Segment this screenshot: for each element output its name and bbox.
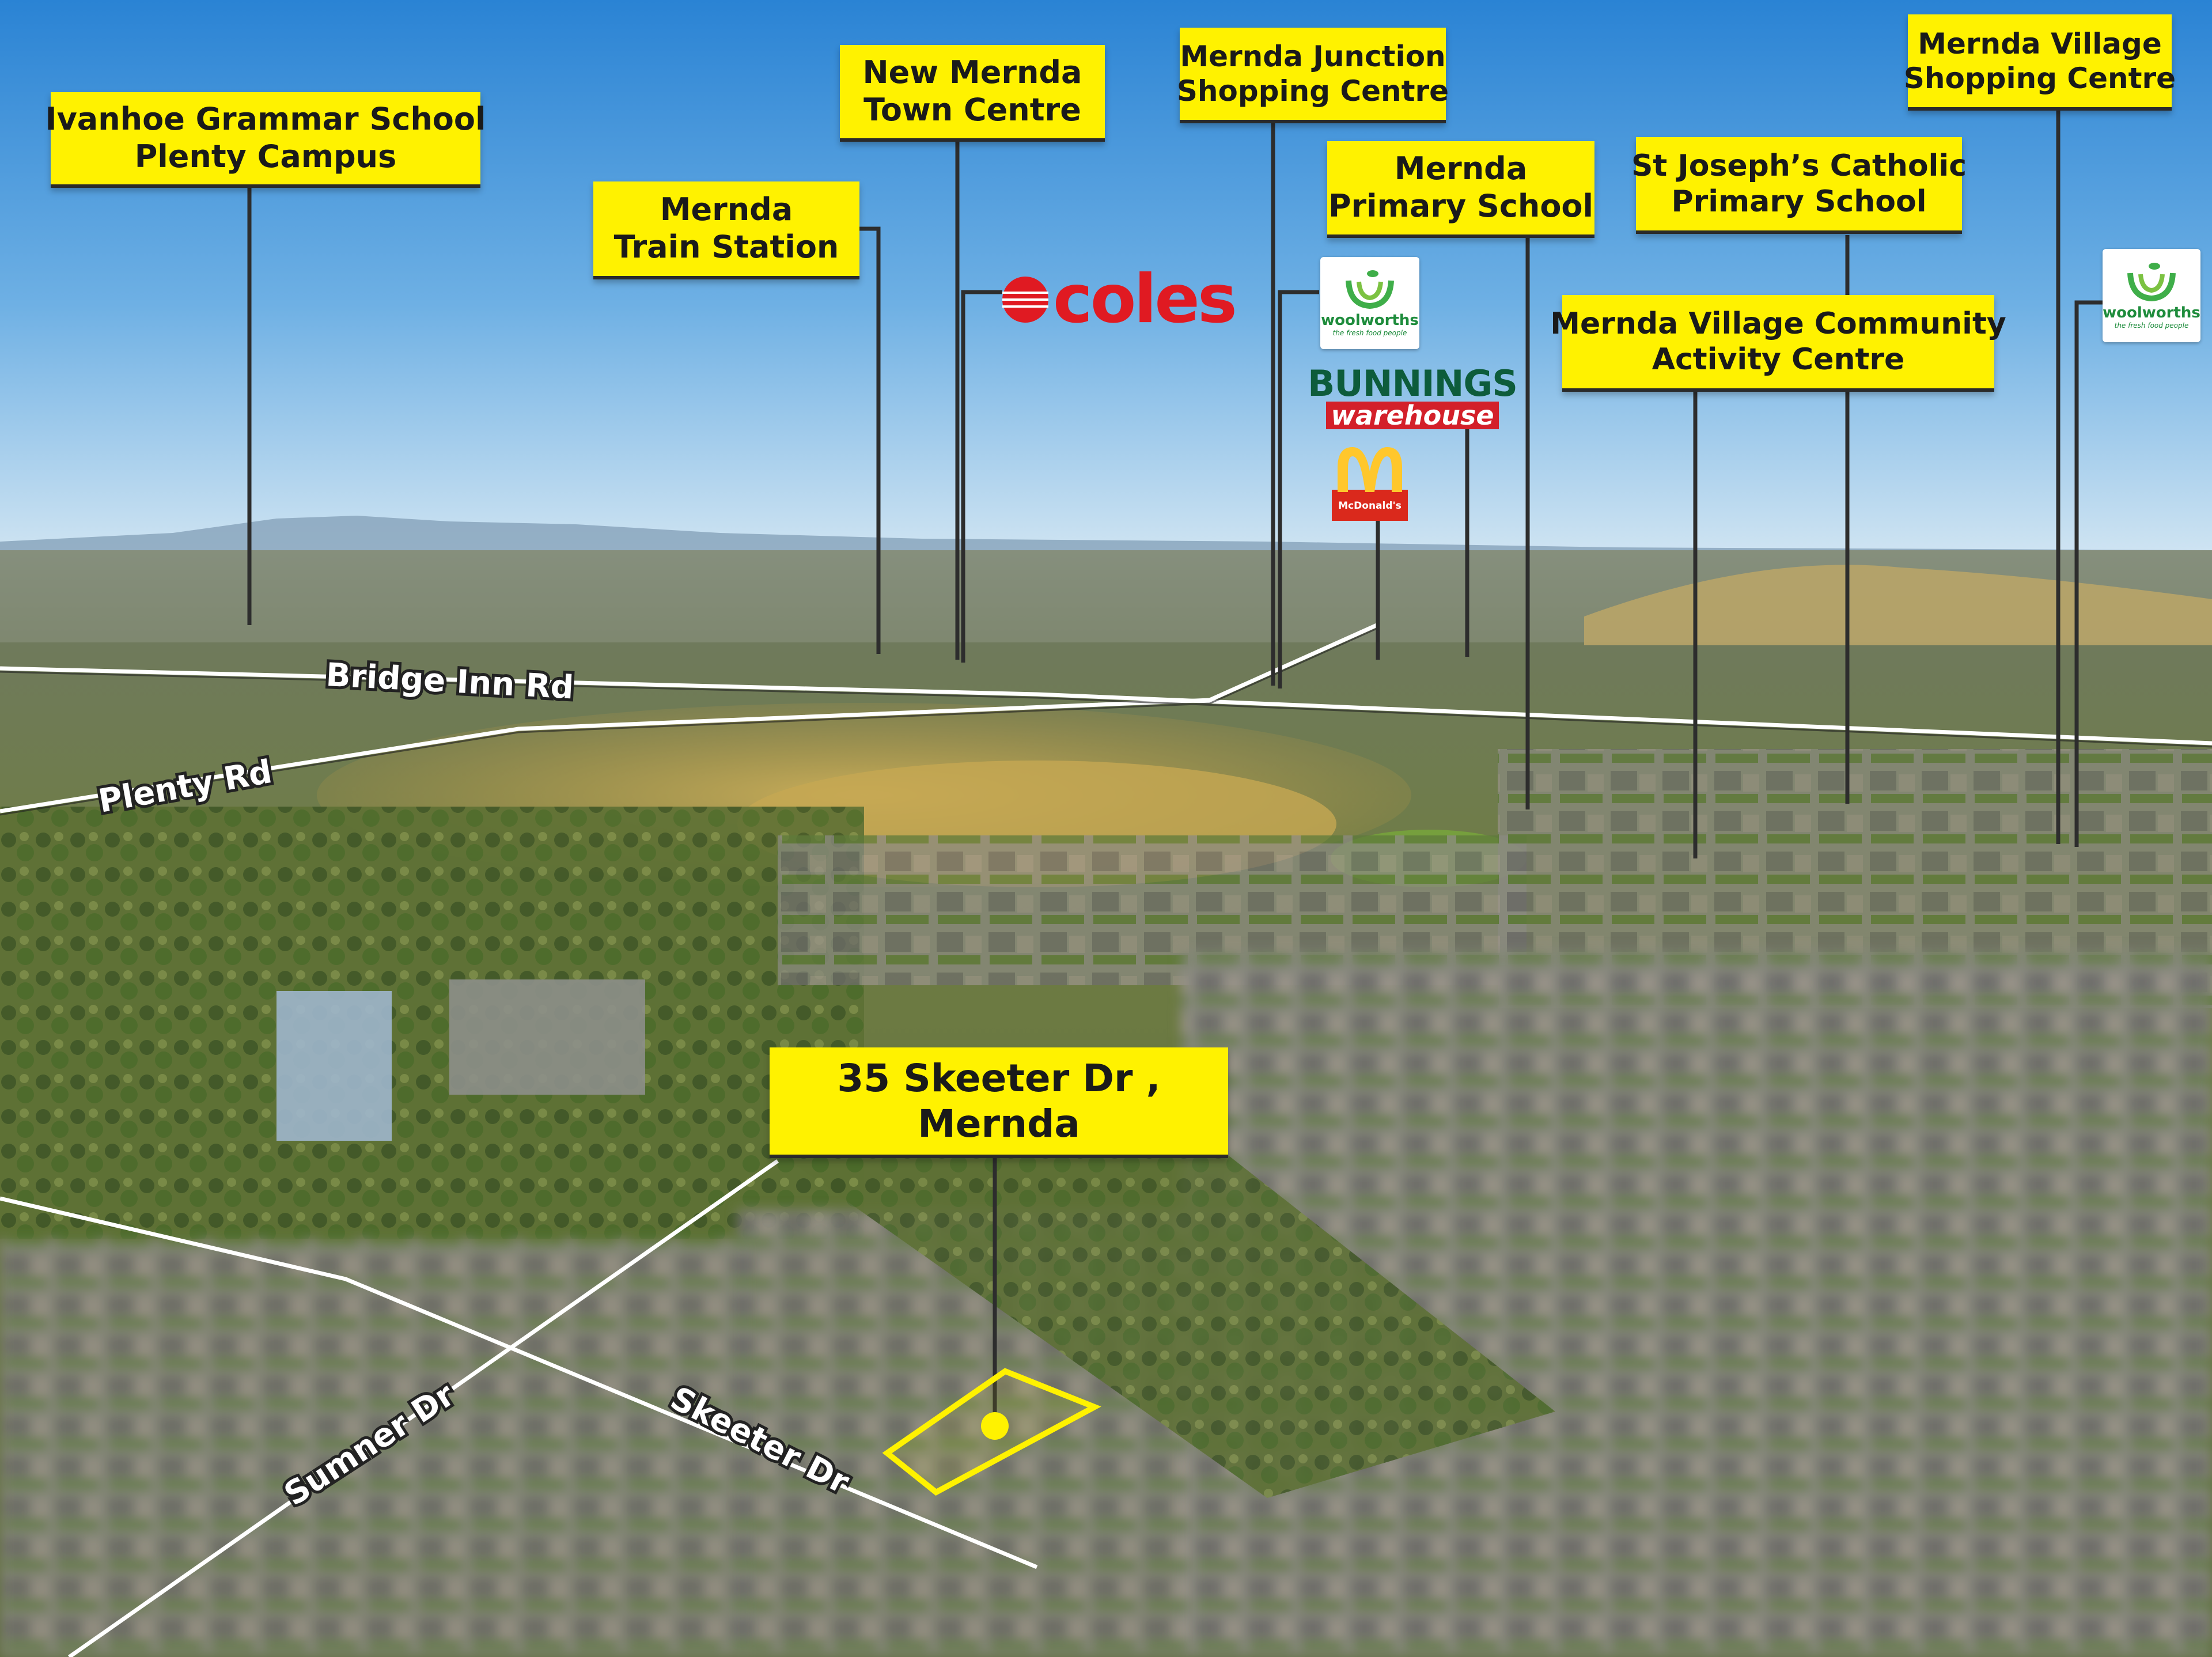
label-new-mernda-town-centre: New Mernda Town Centre	[840, 45, 1105, 142]
woolworths-apple-icon	[2127, 263, 2176, 302]
label-village-shop-line1: Mernda Village	[1918, 27, 2162, 60]
label-mernda-village-shopping-centre: Mernda Village Shopping Centre	[1904, 14, 2176, 111]
coles-wordmark: coles	[1053, 260, 1237, 338]
woolworths-logo-center: woolworths the fresh food people	[1320, 257, 1419, 349]
label-junction-line1: Mernda Junction	[1180, 40, 1446, 73]
woolworths-wordmark: woolworths	[2103, 304, 2200, 321]
property-marker-dot	[981, 1412, 1009, 1440]
woolworths-tagline: the fresh food people	[2114, 321, 2189, 330]
label-town-line1: New Mernda	[862, 54, 1082, 91]
label-stjoseph-line2: Primary School	[1671, 184, 1927, 219]
label-property-line2: Mernda	[918, 1102, 1080, 1146]
label-town-line2: Town Centre	[863, 92, 1081, 128]
label-property-line1: 35 Skeeter Dr ,	[837, 1056, 1161, 1100]
coles-logo: coles	[1001, 265, 1249, 334]
bunnings-warehouse-logo: BUNNINGS warehouse	[1308, 362, 1518, 432]
bunnings-wordmark: BUNNINGS	[1308, 362, 1518, 404]
label-mernda-village-community-activity-centre: Mernda Village Community Activity Centre	[1550, 295, 2006, 392]
label-ivanhoe-line2: Plenty Campus	[134, 138, 397, 175]
label-junction-line2: Shopping Centre	[1176, 74, 1449, 108]
label-community-line2: Activity Centre	[1652, 342, 1905, 377]
mcdonalds-arches-icon	[1332, 447, 1408, 521]
label-mernda-train-station: Mernda Train Station	[593, 181, 859, 279]
label-ivanhoe-line1: Ivanhoe Grammar School	[45, 101, 486, 138]
label-st-josephs-catholic-primary-school: St Joseph’s Catholic Primary School	[1631, 137, 1967, 234]
label-train-line2: Train Station	[613, 229, 839, 265]
mcdonalds-logo: McDonald's	[1330, 444, 1410, 523]
woolworths-wordmark: woolworths	[1321, 312, 1419, 329]
woolworths-logo-right: woolworths the fresh food people	[2103, 249, 2200, 342]
label-train-line1: Mernda	[660, 191, 793, 228]
label-mernda-primary-school: Mernda Primary School	[1327, 141, 1594, 238]
label-ivanhoe-grammar-school: Ivanhoe Grammar School Plenty Campus	[46, 92, 486, 188]
label-village-shop-line2: Shopping Centre	[1903, 61, 2176, 95]
label-primary-line2: Primary School	[1328, 188, 1594, 224]
label-mernda-junction-shopping-centre: Mernda Junction Shopping Centre	[1176, 28, 1449, 123]
label-community-line1: Mernda Village Community	[1550, 306, 2006, 341]
bunnings-warehouse-wordmark: warehouse	[1326, 402, 1499, 429]
woolworths-tagline: the fresh food people	[1332, 329, 1407, 337]
label-property-35-skeeter-dr: 35 Skeeter Dr , Mernda	[770, 1047, 1228, 1158]
label-stjoseph-line1: St Joseph’s Catholic	[1631, 148, 1967, 183]
woolworths-apple-icon	[1346, 270, 1394, 309]
mcdonalds-wordmark: McDonald's	[1338, 500, 1402, 512]
label-primary-line1: Mernda	[1394, 150, 1528, 187]
coles-dot-icon	[1002, 277, 1048, 323]
